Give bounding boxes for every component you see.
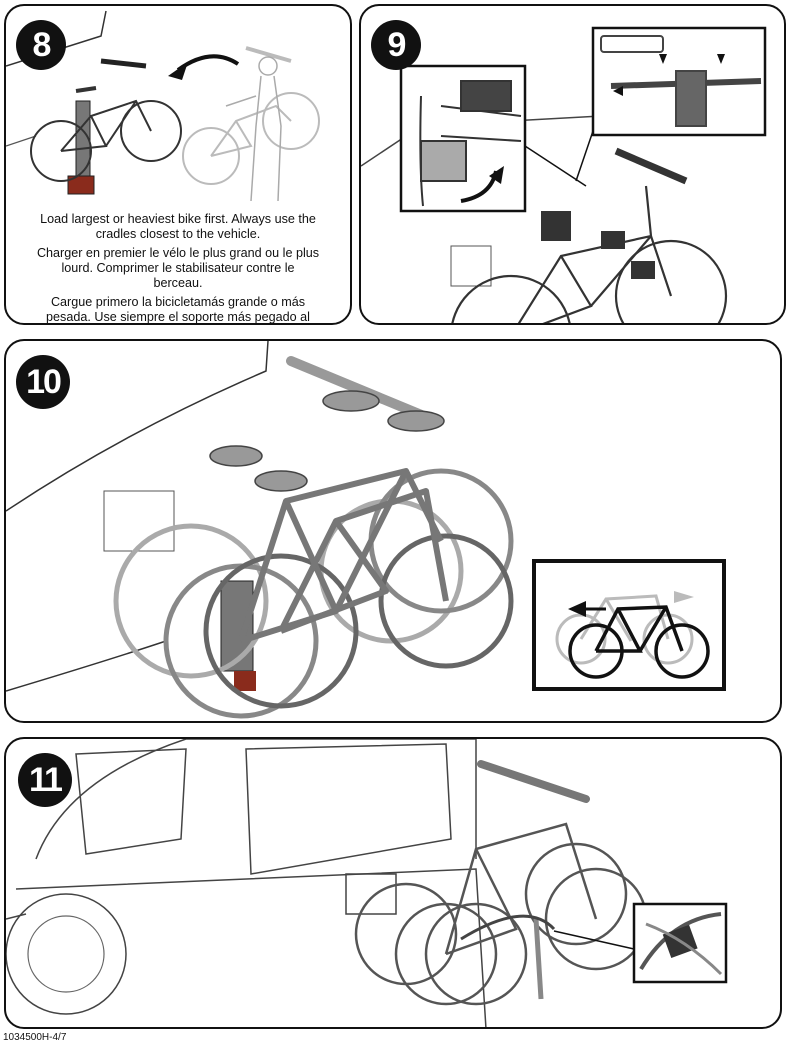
caption-french: Charger en premier le vélo le plus grand…: [36, 246, 320, 290]
caption-english: Load largest or heaviest bike first. Alw…: [40, 212, 316, 241]
bike-direction-icon: [532, 559, 726, 691]
step-8-panel: 8 Load l: [4, 4, 352, 325]
document-code: 1034500H-4/7: [3, 1032, 67, 1043]
step-10-number: 10: [16, 355, 70, 409]
step-11-number: 11: [18, 753, 72, 807]
step-11-panel: 11: [4, 737, 782, 1029]
step-10-illustration: [6, 341, 726, 719]
step-8-number: 8: [16, 20, 66, 70]
step-9-number: 9: [371, 20, 421, 70]
step-11-illustration: [6, 739, 728, 1027]
caption-spanish: Cargue primero la bicicletamás grande o …: [46, 295, 310, 324]
step-9-panel: 9: [359, 4, 786, 325]
step-10-panel: 10: [4, 339, 782, 723]
step-8-illustration: [6, 10, 320, 202]
strap-detail-icon: [553, 902, 728, 984]
step-8-caption: Load largest or heaviest bike first. Alw…: [6, 212, 350, 324]
curved-arrow-icon: [168, 54, 240, 80]
step-9-illustration: [361, 26, 767, 323]
